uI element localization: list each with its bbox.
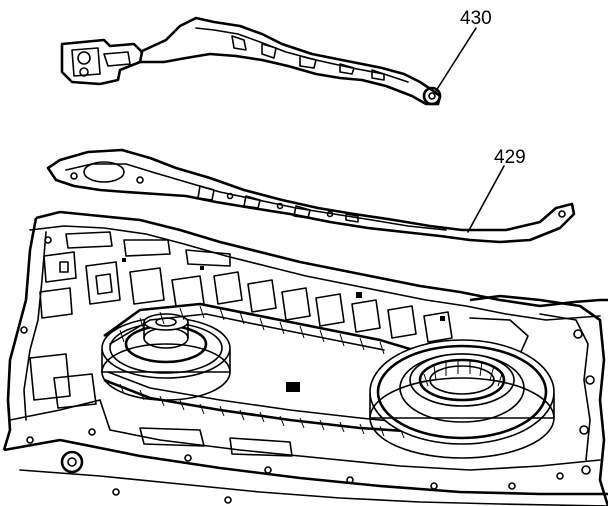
transmission-case bbox=[2, 210, 608, 506]
driven-sprocket bbox=[369, 339, 555, 459]
callout-label-430: 430 bbox=[460, 8, 492, 29]
callout-label-429: 429 bbox=[494, 147, 526, 168]
callout-429: 429 bbox=[467, 147, 526, 233]
drive-chain bbox=[103, 302, 421, 439]
callout-430: 430 bbox=[433, 8, 492, 95]
part-429-gasket bbox=[46, 148, 576, 244]
part-430-gasket bbox=[60, 16, 442, 106]
